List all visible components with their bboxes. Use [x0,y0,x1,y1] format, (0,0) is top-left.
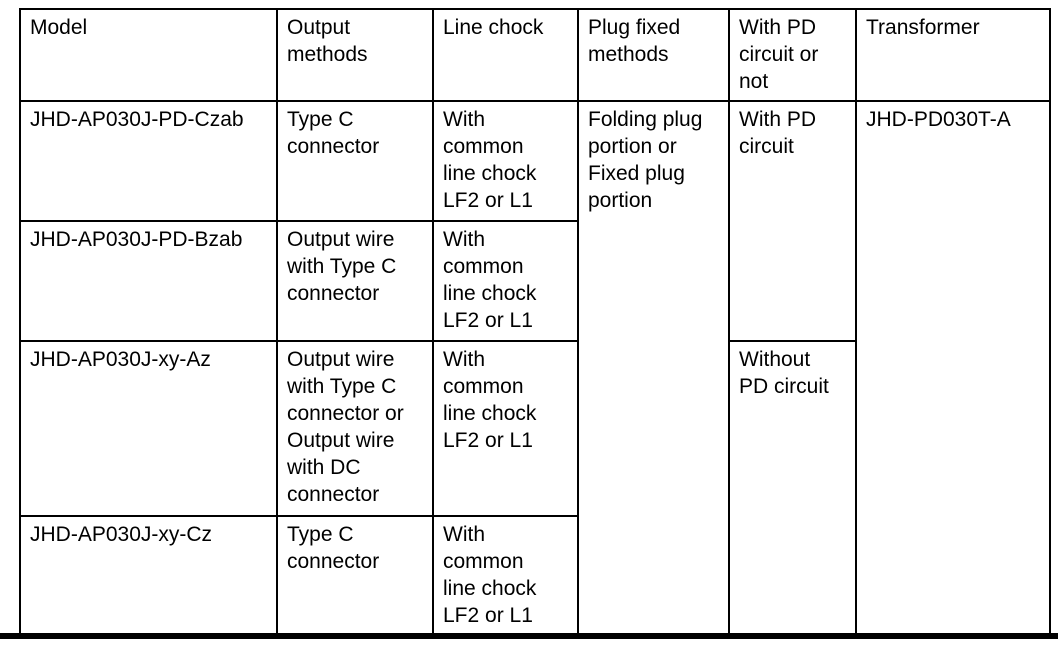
output-methods-cell: Output wire with Type C connector or Out… [276,340,434,517]
header-cell-line-chock: Line chock [432,8,579,102]
page-bottom-rule [0,633,1058,639]
output-methods-cell: Type C connector [276,515,434,635]
header-row: Model Output methods Line chock Plug fix… [19,8,1051,102]
table-row: JHD-AP030J-PD-Bzab Output wire with Type… [19,220,1050,342]
without-pd-circuit-merged-cell: Without PD circuit [728,340,857,635]
model-cell: JHD-AP030J-xy-Cz [19,515,278,635]
model-cell: JHD-AP030J-PD-Czab [19,100,278,222]
model-cell: JHD-AP030J-PD-Bzab [19,220,278,342]
header-cell-output-methods: Output methods [276,8,434,102]
table-row: JHD-AP030J-PD-Czab Type C connector With… [19,100,1051,635]
header-cell-plug-fixed-methods: Plug fixed methods [577,8,730,102]
line-chock-cell: With common line chock LF2 or L1 [432,340,579,517]
line-chock-cell: With common line chock LF2 or L1 [432,515,579,635]
line-chock-cell: With common line chock LF2 or L1 [432,100,579,222]
model-spec-table: Model Output methods Line chock Plug fix… [19,8,1051,635]
line-chock-cell: With common line chock LF2 or L1 [432,220,579,342]
header-cell-pd-circuit: With PD circuit or not [728,8,857,102]
model-cell: JHD-AP030J-xy-Az [19,340,278,517]
with-pd-circuit-merged-cell: With PD circuit [728,100,857,342]
transformer-merged-cell: JHD-PD030T-A [855,100,1051,635]
plug-fixed-methods-merged-cell: Folding plug portion or Fixed plug porti… [577,100,730,635]
header-cell-model: Model [19,8,278,102]
output-methods-cell: Type C connector [276,100,434,222]
table-row: JHD-AP030J-xy-Cz Type C connector With c… [19,515,1050,635]
output-methods-cell: Output wire with Type C connector [276,220,434,342]
header-cell-transformer: Transformer [855,8,1051,102]
